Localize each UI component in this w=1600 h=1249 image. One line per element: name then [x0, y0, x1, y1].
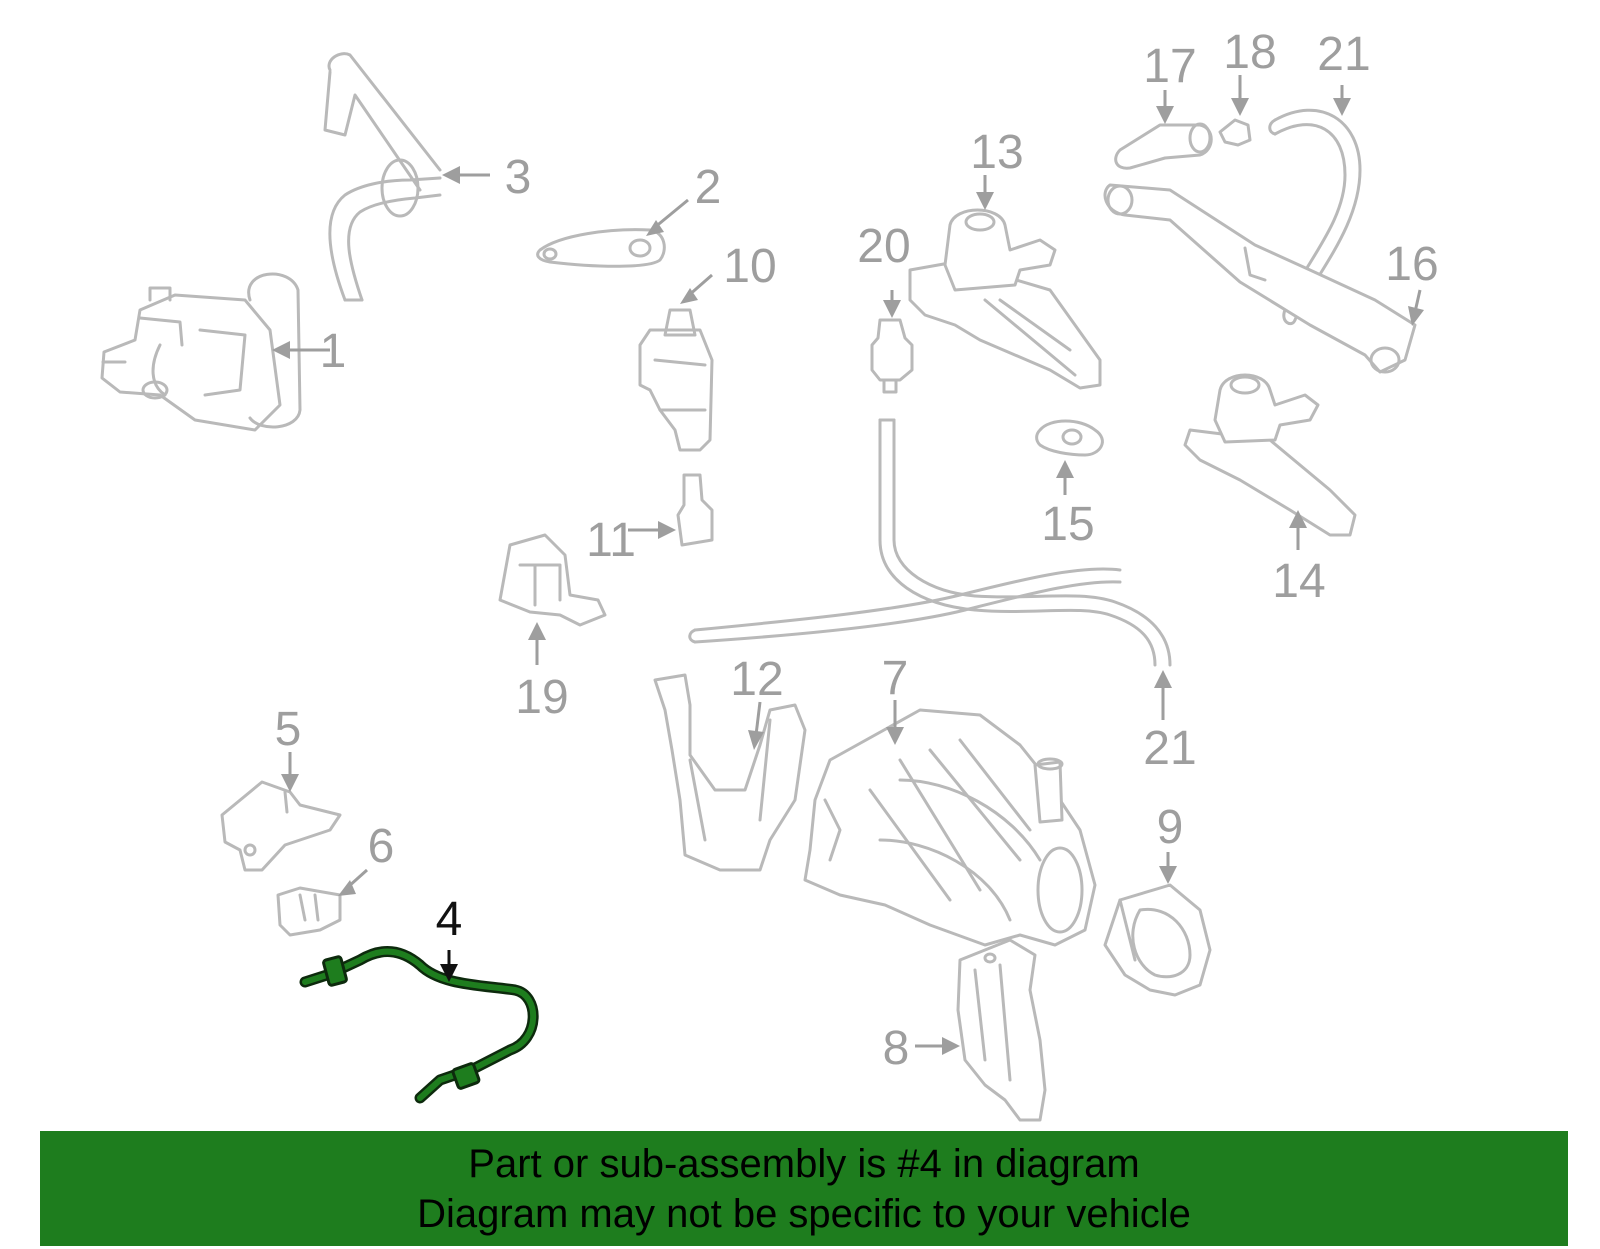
part-17-pipe — [1114, 122, 1213, 170]
part-11-plug — [676, 473, 714, 547]
part-5-bracket — [220, 780, 342, 872]
label-12: 12 — [730, 653, 783, 706]
label-6: 6 — [368, 820, 395, 873]
label-8: 8 — [883, 1022, 910, 1075]
banner-line-1: Part or sub-assembly is #4 in diagram — [468, 1142, 1140, 1186]
part-info-banner: Part or sub-assembly is #4 in diagram Di… — [40, 1131, 1568, 1246]
label-9: 9 — [1157, 801, 1184, 854]
part-9-collar — [1103, 883, 1212, 997]
part-3-hose — [323, 52, 442, 302]
label-3: 3 — [505, 151, 532, 204]
part-1-valve-assembly — [100, 272, 302, 432]
label-21-top: 21 — [1317, 28, 1370, 81]
label-17: 17 — [1143, 40, 1196, 93]
part-15-gasket — [1035, 419, 1104, 457]
label-10: 10 — [723, 240, 776, 293]
label-4: 4 — [436, 893, 463, 946]
label-11: 11 — [586, 514, 636, 567]
part-7-air-pump — [803, 708, 1097, 947]
label-13: 13 — [970, 126, 1023, 179]
part-4-oxygen-sensor-highlighted — [299, 946, 539, 1104]
label-5: 5 — [275, 703, 302, 756]
part-18-fitting — [1218, 118, 1252, 147]
banner-line-2: Diagram may not be specific to your vehi… — [417, 1192, 1191, 1236]
label-1: 1 — [320, 325, 347, 378]
label-7: 7 — [882, 652, 909, 705]
part-21-long-hose — [688, 418, 1172, 667]
part-14-valve — [1183, 373, 1357, 537]
label-20: 20 — [857, 220, 910, 273]
part-2-gasket — [536, 228, 666, 268]
part-19-bracket — [498, 533, 607, 627]
part-13-valve — [908, 208, 1102, 390]
label-21-bottom: 21 — [1143, 722, 1196, 775]
part-16-pipe — [1103, 183, 1417, 374]
label-15: 15 — [1041, 498, 1094, 551]
label-18: 18 — [1223, 26, 1276, 79]
part-8-lower-shield — [956, 938, 1047, 1122]
label-14: 14 — [1272, 555, 1325, 608]
part-20-check-valve — [870, 318, 914, 394]
label-19: 19 — [515, 671, 568, 724]
label-16: 16 — [1385, 238, 1438, 291]
part-12-heat-shield — [653, 673, 807, 872]
part-6-clip — [276, 886, 342, 937]
label-2: 2 — [695, 161, 722, 214]
part-10-solenoid — [638, 308, 714, 452]
